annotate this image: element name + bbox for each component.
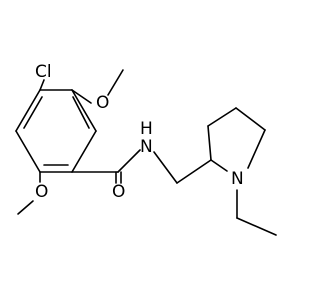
pyrrolidine-bond [210, 159, 228, 172]
ring-bond [15, 89, 41, 132]
amide-hydrogen-label: H [140, 119, 153, 139]
methoxy-top-oxygen-label: O [96, 93, 109, 113]
pyrrolidine-bond [247, 129, 266, 169]
pyrrolidine-bond [235, 107, 266, 131]
methoxy-bottom-oxygen-label: O [35, 182, 48, 202]
pyrrolidine-nitrogen-label: N [231, 169, 244, 189]
benzene-ring [15, 89, 97, 173]
amide-nitrogen-label: N [140, 137, 153, 157]
ring-bond [71, 89, 97, 132]
ring-bond [15, 130, 41, 173]
ring-double-bond [23, 96, 43, 129]
chlorine-label: Cl [35, 62, 52, 82]
carbonyl-to-nitrogen-bond [117, 149, 141, 173]
ring-bond [71, 130, 97, 173]
pyrrolidine-bond [207, 107, 237, 127]
methylene-to-ring-bond [176, 159, 212, 184]
ethyl-bond-2 [236, 217, 277, 236]
pyrrolidine-bond [207, 125, 212, 161]
carbonyl-oxygen-label: O [112, 182, 125, 202]
nitrogen-to-methylene-bond [153, 151, 178, 184]
methoxy-bottom-methyl-bond [17, 200, 34, 215]
methoxy-top-bond [71, 89, 92, 104]
chemical-structure: Cl O O O N H N [15, 62, 277, 236]
chlorine-bond [39, 79, 45, 91]
ring-double-bond [72, 96, 90, 129]
pyrrolidine-ring [207, 107, 266, 172]
methoxy-top-methyl-bond [107, 69, 124, 96]
